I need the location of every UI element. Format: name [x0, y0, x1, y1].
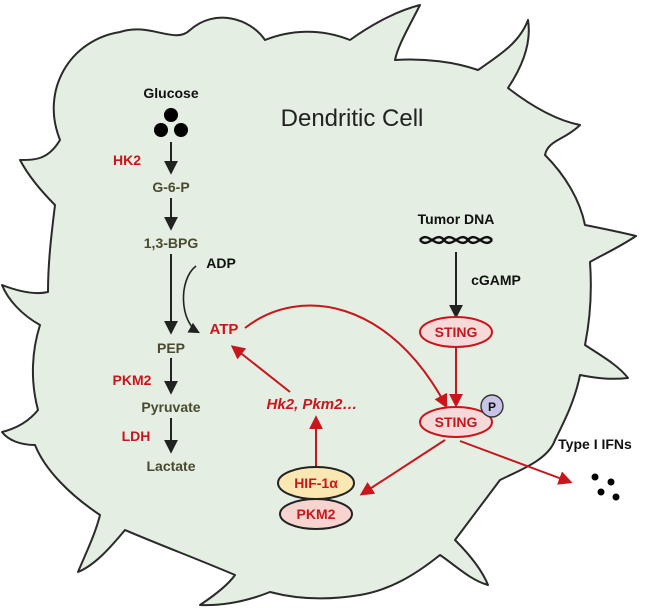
arrow-targets-to-atp [230, 345, 291, 393]
pkm2-complex-label: PKM2 [297, 506, 336, 522]
lactate-label: Lactate [146, 458, 195, 474]
arrow-sting-to-hif [359, 439, 446, 496]
sting-label-1: STING [435, 324, 478, 340]
g6p-label: G-6-P [152, 179, 189, 195]
ifn-molecules-icon [591, 473, 620, 501]
adp-label: ADP [206, 255, 236, 271]
cell-title: Dendritic Cell [281, 105, 424, 132]
hif1a-label: HIF-1α [294, 475, 338, 491]
cgamp-label: cGAMP [471, 272, 521, 288]
target-genes-label: Hk2, Pkm2… [267, 396, 358, 413]
glucose-label: Glucose [143, 85, 198, 101]
glucose-molecule-icon [154, 108, 188, 137]
arrow-sting-to-ifns [459, 440, 573, 485]
atp-label: ATP [210, 321, 239, 338]
phosphate-label: P [488, 400, 496, 414]
sting-node-unphosphorylated [419, 316, 493, 348]
arrow-atp-to-sting [244, 304, 448, 409]
bpg-label: 1,3-BPG [144, 235, 199, 251]
sting-label-2: STING [435, 414, 478, 430]
arrow-adp-atp [182, 265, 200, 334]
tumor-dna-label: Tumor DNA [418, 211, 495, 227]
sting-node-phosphorylated [419, 406, 493, 438]
phosphate-badge [480, 394, 504, 418]
pep-label: PEP [157, 340, 185, 356]
dna-helix-icon [419, 235, 493, 245]
ldh-enzyme-label: LDH [122, 428, 151, 444]
type1-ifns-label: Type I IFNs [558, 436, 632, 452]
hif1a-node [277, 466, 355, 500]
pkm2-enzyme-label: PKM2 [113, 372, 152, 388]
hk2-enzyme-label: HK2 [113, 152, 141, 168]
pyruvate-label: Pyruvate [141, 399, 200, 415]
